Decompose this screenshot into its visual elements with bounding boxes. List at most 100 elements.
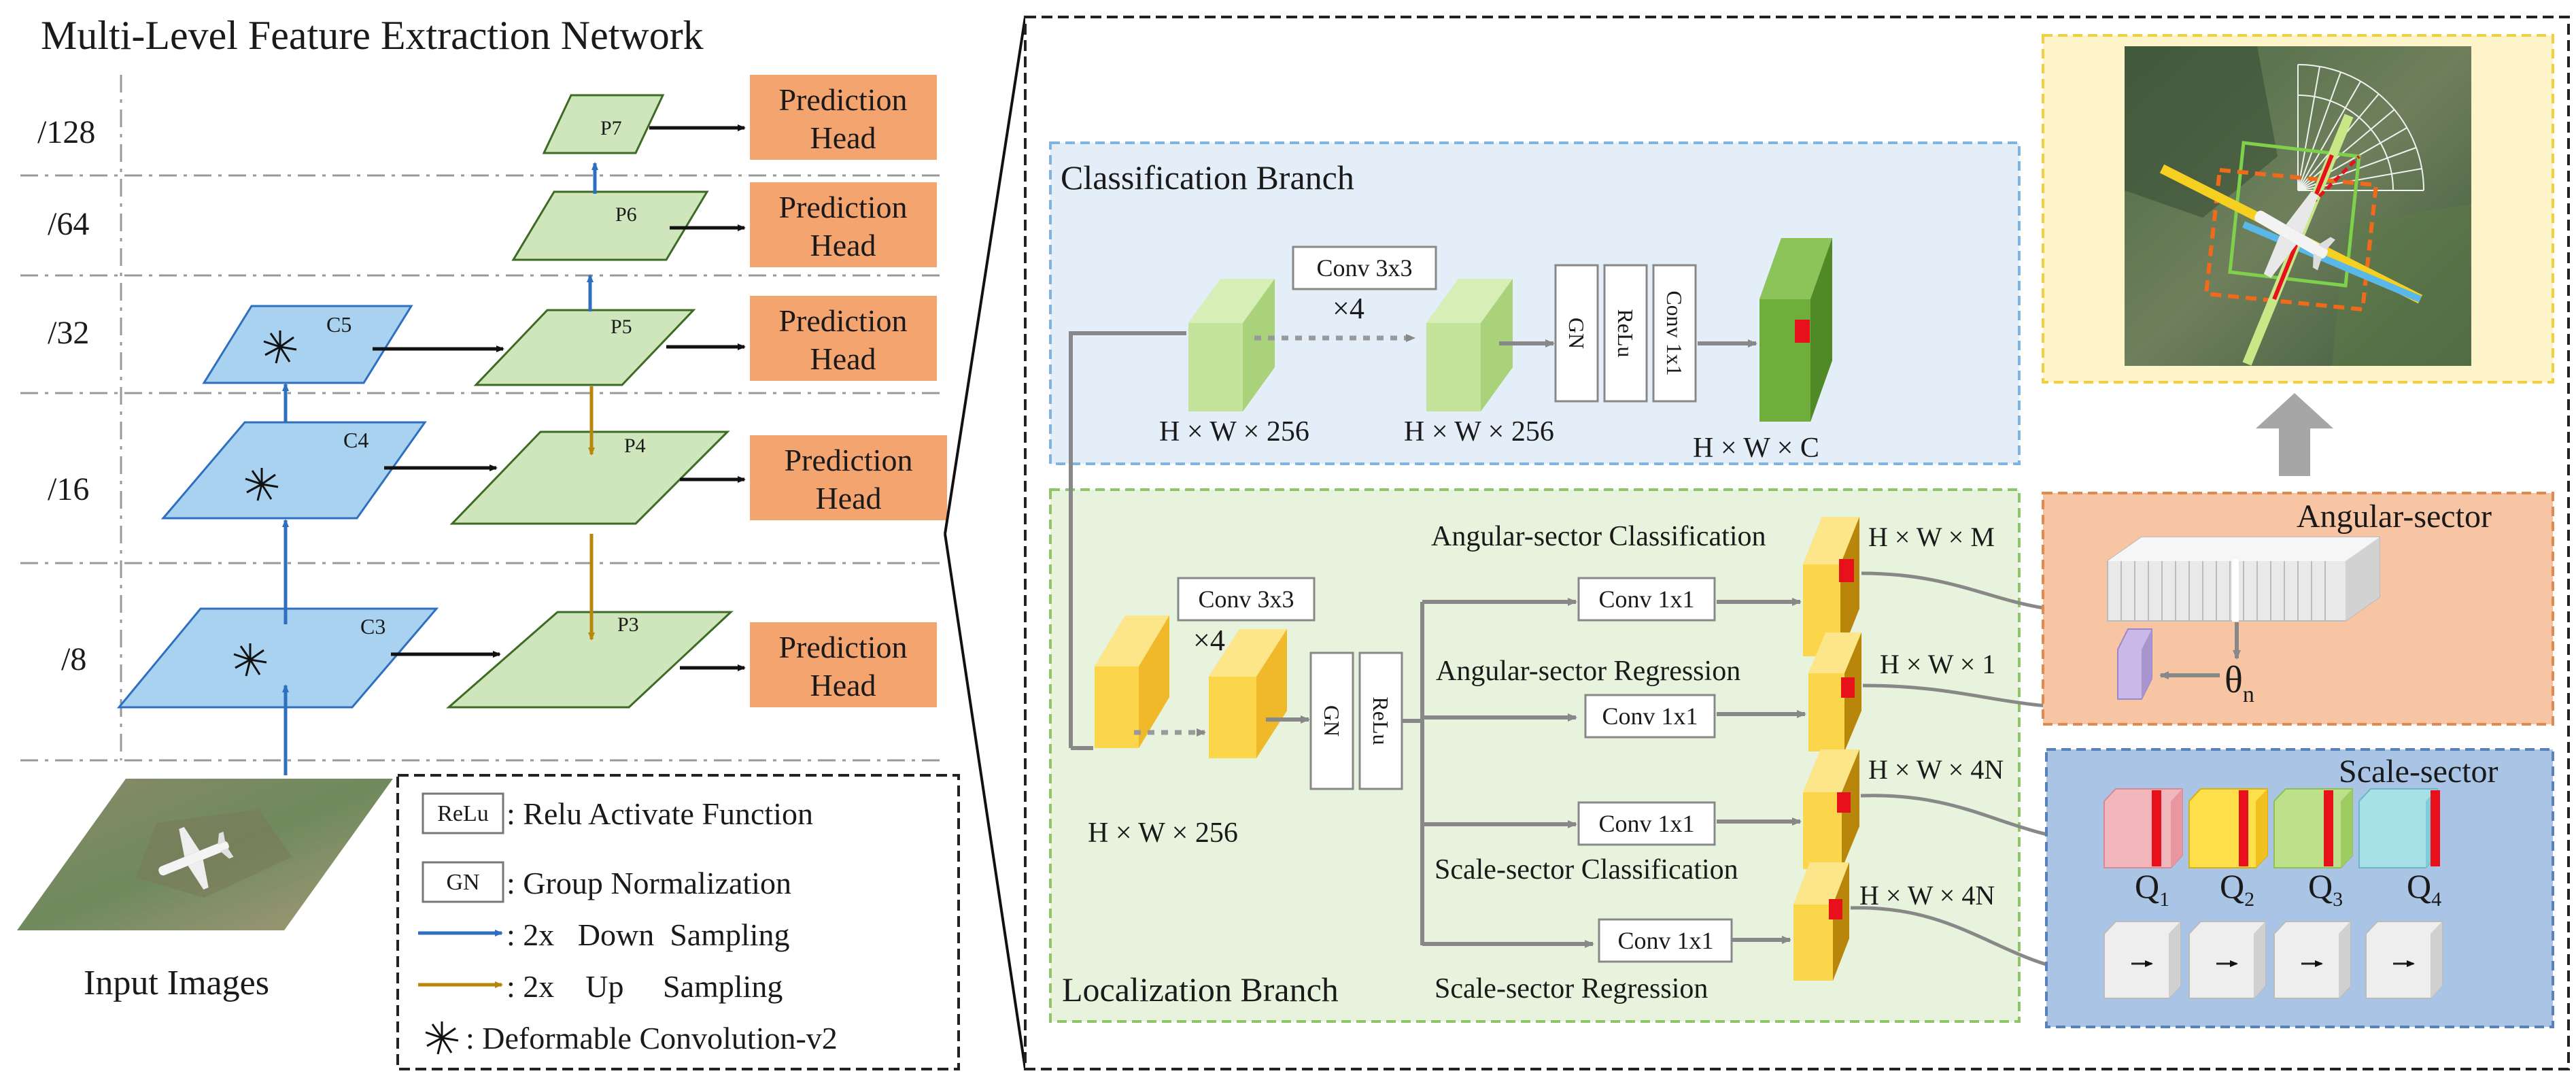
- loc-feature-map-2: [1209, 629, 1287, 758]
- scale-cls-dim: H × W × 4N: [1868, 754, 2004, 785]
- loc-dim-1: H × W × 256: [1088, 817, 1238, 849]
- legend-relu-text: : Relu Activate Function: [506, 796, 813, 831]
- scale-q3-label: Q3: [2308, 867, 2343, 911]
- scale-reg-output-map: [1793, 862, 1849, 981]
- scale-reg-label: Scale-sector Regression: [1435, 973, 1708, 1004]
- cls-conv1x1-block: Conv 1x1: [1652, 264, 1697, 403]
- deformable-conv-icon: [233, 331, 297, 677]
- airplane-icon: [158, 826, 234, 890]
- prediction-head-p5: Prediction Head: [750, 296, 937, 381]
- zoom-connectors: [944, 16, 1027, 1070]
- scale-label-16: /16: [48, 471, 89, 507]
- svg-text:P7: P7: [600, 117, 622, 139]
- branch-trunk: [1069, 331, 1186, 750]
- input-label: Input Images: [84, 964, 269, 1002]
- scale-q3-block: [2273, 788, 2353, 868]
- svg-text:P5: P5: [611, 316, 632, 338]
- ang-reg-label: Angular-sector Regression: [1436, 656, 1740, 687]
- ang-cls-output-map: [1803, 517, 1859, 656]
- prediction-head-p3: Prediction Head: [750, 622, 937, 707]
- svg-text:P4: P4: [624, 435, 646, 457]
- svg-text:Head: Head: [815, 481, 881, 515]
- cls-gn-block: GN: [1554, 264, 1599, 403]
- ang-cls-label: Angular-sector Classification: [1431, 521, 1766, 552]
- loc-fanout: [1402, 598, 1806, 948]
- scale-dividers: [20, 75, 945, 762]
- pyramid-node-p4: P4: [449, 430, 730, 525]
- backbone-node-c5: C5: [202, 305, 413, 384]
- svg-text:ReLu: ReLu: [1613, 309, 1638, 357]
- loc-conv-box: Conv 3x3: [1177, 577, 1316, 622]
- svg-text:Conv 1x1: Conv 1x1: [1598, 586, 1694, 613]
- backbone-node-c4: C4: [160, 421, 427, 520]
- scale-label-64: /64: [48, 206, 89, 242]
- loc-gn-block: GN: [1309, 652, 1354, 790]
- lateral-arrows: [373, 124, 746, 671]
- legend-deformable-icon: [425, 1021, 459, 1055]
- svg-text:GN: GN: [1320, 705, 1344, 737]
- svg-text:C4: C4: [343, 428, 368, 452]
- svg-text:Prediction: Prediction: [778, 303, 907, 338]
- scale-q1-block: [2103, 788, 2183, 868]
- legend-deform-text: : Deformable Convolution-v2: [466, 1021, 838, 1055]
- cls-dim-2: H × W × 256: [1404, 416, 1554, 447]
- scale-cls-conv: Conv 1x1: [1577, 801, 1716, 846]
- svg-text:Prediction: Prediction: [784, 443, 912, 477]
- airplane-icon: [2254, 191, 2335, 278]
- svg-text:GN: GN: [1564, 318, 1589, 349]
- svg-text:C3: C3: [360, 614, 385, 639]
- legend-relu-box: ReLu: [437, 801, 489, 826]
- prediction-head-p4: Prediction Head: [750, 435, 947, 520]
- cls-feature-map-1: [1188, 279, 1275, 411]
- svg-text:P3: P3: [617, 613, 639, 636]
- svg-text:ReLu: ReLu: [1369, 696, 1393, 745]
- down-sampling-arrows: [282, 162, 598, 775]
- legend: ReLu : Relu Activate Function GN : Group…: [396, 774, 960, 1070]
- pyramid-node-p5: P5: [473, 309, 696, 386]
- backbone-node-c3: C3: [116, 607, 439, 709]
- theta-symbol: θn: [2225, 659, 2254, 707]
- ang-cls-conv: Conv 1x1: [1577, 577, 1716, 622]
- scale-q4-label: Q4: [2407, 867, 2441, 911]
- scale-q4-block: [2358, 788, 2440, 868]
- prediction-head-p7: Prediction Head: [750, 75, 937, 160]
- scale-q2-block: [2188, 788, 2268, 868]
- loc-feature-map-1: [1095, 615, 1169, 748]
- svg-text:Prediction: Prediction: [778, 630, 907, 664]
- svg-text:Head: Head: [810, 668, 876, 703]
- cls-output-map: [1759, 238, 1832, 422]
- svg-text:Conv 3x3: Conv 3x3: [1316, 254, 1412, 282]
- legend-up-text: : 2x Up Sampling: [506, 969, 783, 1004]
- svg-text:C5: C5: [326, 312, 351, 337]
- input-image: [17, 779, 393, 930]
- svg-text:Conv 1x1: Conv 1x1: [1602, 703, 1698, 730]
- scale-q1-label: Q1: [2135, 867, 2169, 911]
- cls-repeat: ×4: [1333, 292, 1364, 325]
- svg-text:Prediction: Prediction: [778, 190, 907, 224]
- legend-gn-box: GN: [446, 870, 479, 895]
- svg-text:Conv 1x1: Conv 1x1: [1617, 927, 1713, 954]
- svg-text:P6: P6: [615, 203, 637, 226]
- scale-q2-label: Q2: [2220, 867, 2254, 911]
- scale-label-128: /128: [37, 114, 95, 150]
- scale-reg-conv: Conv 1x1: [1598, 918, 1733, 963]
- svg-text:Head: Head: [810, 120, 876, 155]
- scale-sector-title: Scale-sector: [2339, 754, 2498, 790]
- legend-gn-text: : Group Normalization: [506, 866, 791, 900]
- loc-repeat: ×4: [1193, 624, 1225, 657]
- angular-sector-block: [2107, 537, 2380, 622]
- svg-text:Head: Head: [810, 341, 876, 376]
- localization-title: Localization Branch: [1062, 970, 1339, 1009]
- ang-cls-dim: H × W × M: [1868, 522, 1995, 552]
- svg-text:Conv 1x1: Conv 1x1: [1662, 290, 1687, 375]
- scale-label-32: /32: [48, 315, 89, 351]
- legend-down-text: : 2x Down Sampling: [506, 917, 790, 952]
- ang-reg-conv: Conv 1x1: [1584, 694, 1716, 739]
- ang-reg-dim: H × W × 1: [1880, 649, 1995, 679]
- cls-relu-block: ReLu: [1603, 264, 1648, 403]
- pyramid-node-p7: P7: [542, 94, 665, 154]
- scale-label-8: /8: [61, 641, 86, 677]
- scale-cls-output-map: [1803, 749, 1859, 869]
- prediction-head-p6: Prediction Head: [750, 182, 937, 267]
